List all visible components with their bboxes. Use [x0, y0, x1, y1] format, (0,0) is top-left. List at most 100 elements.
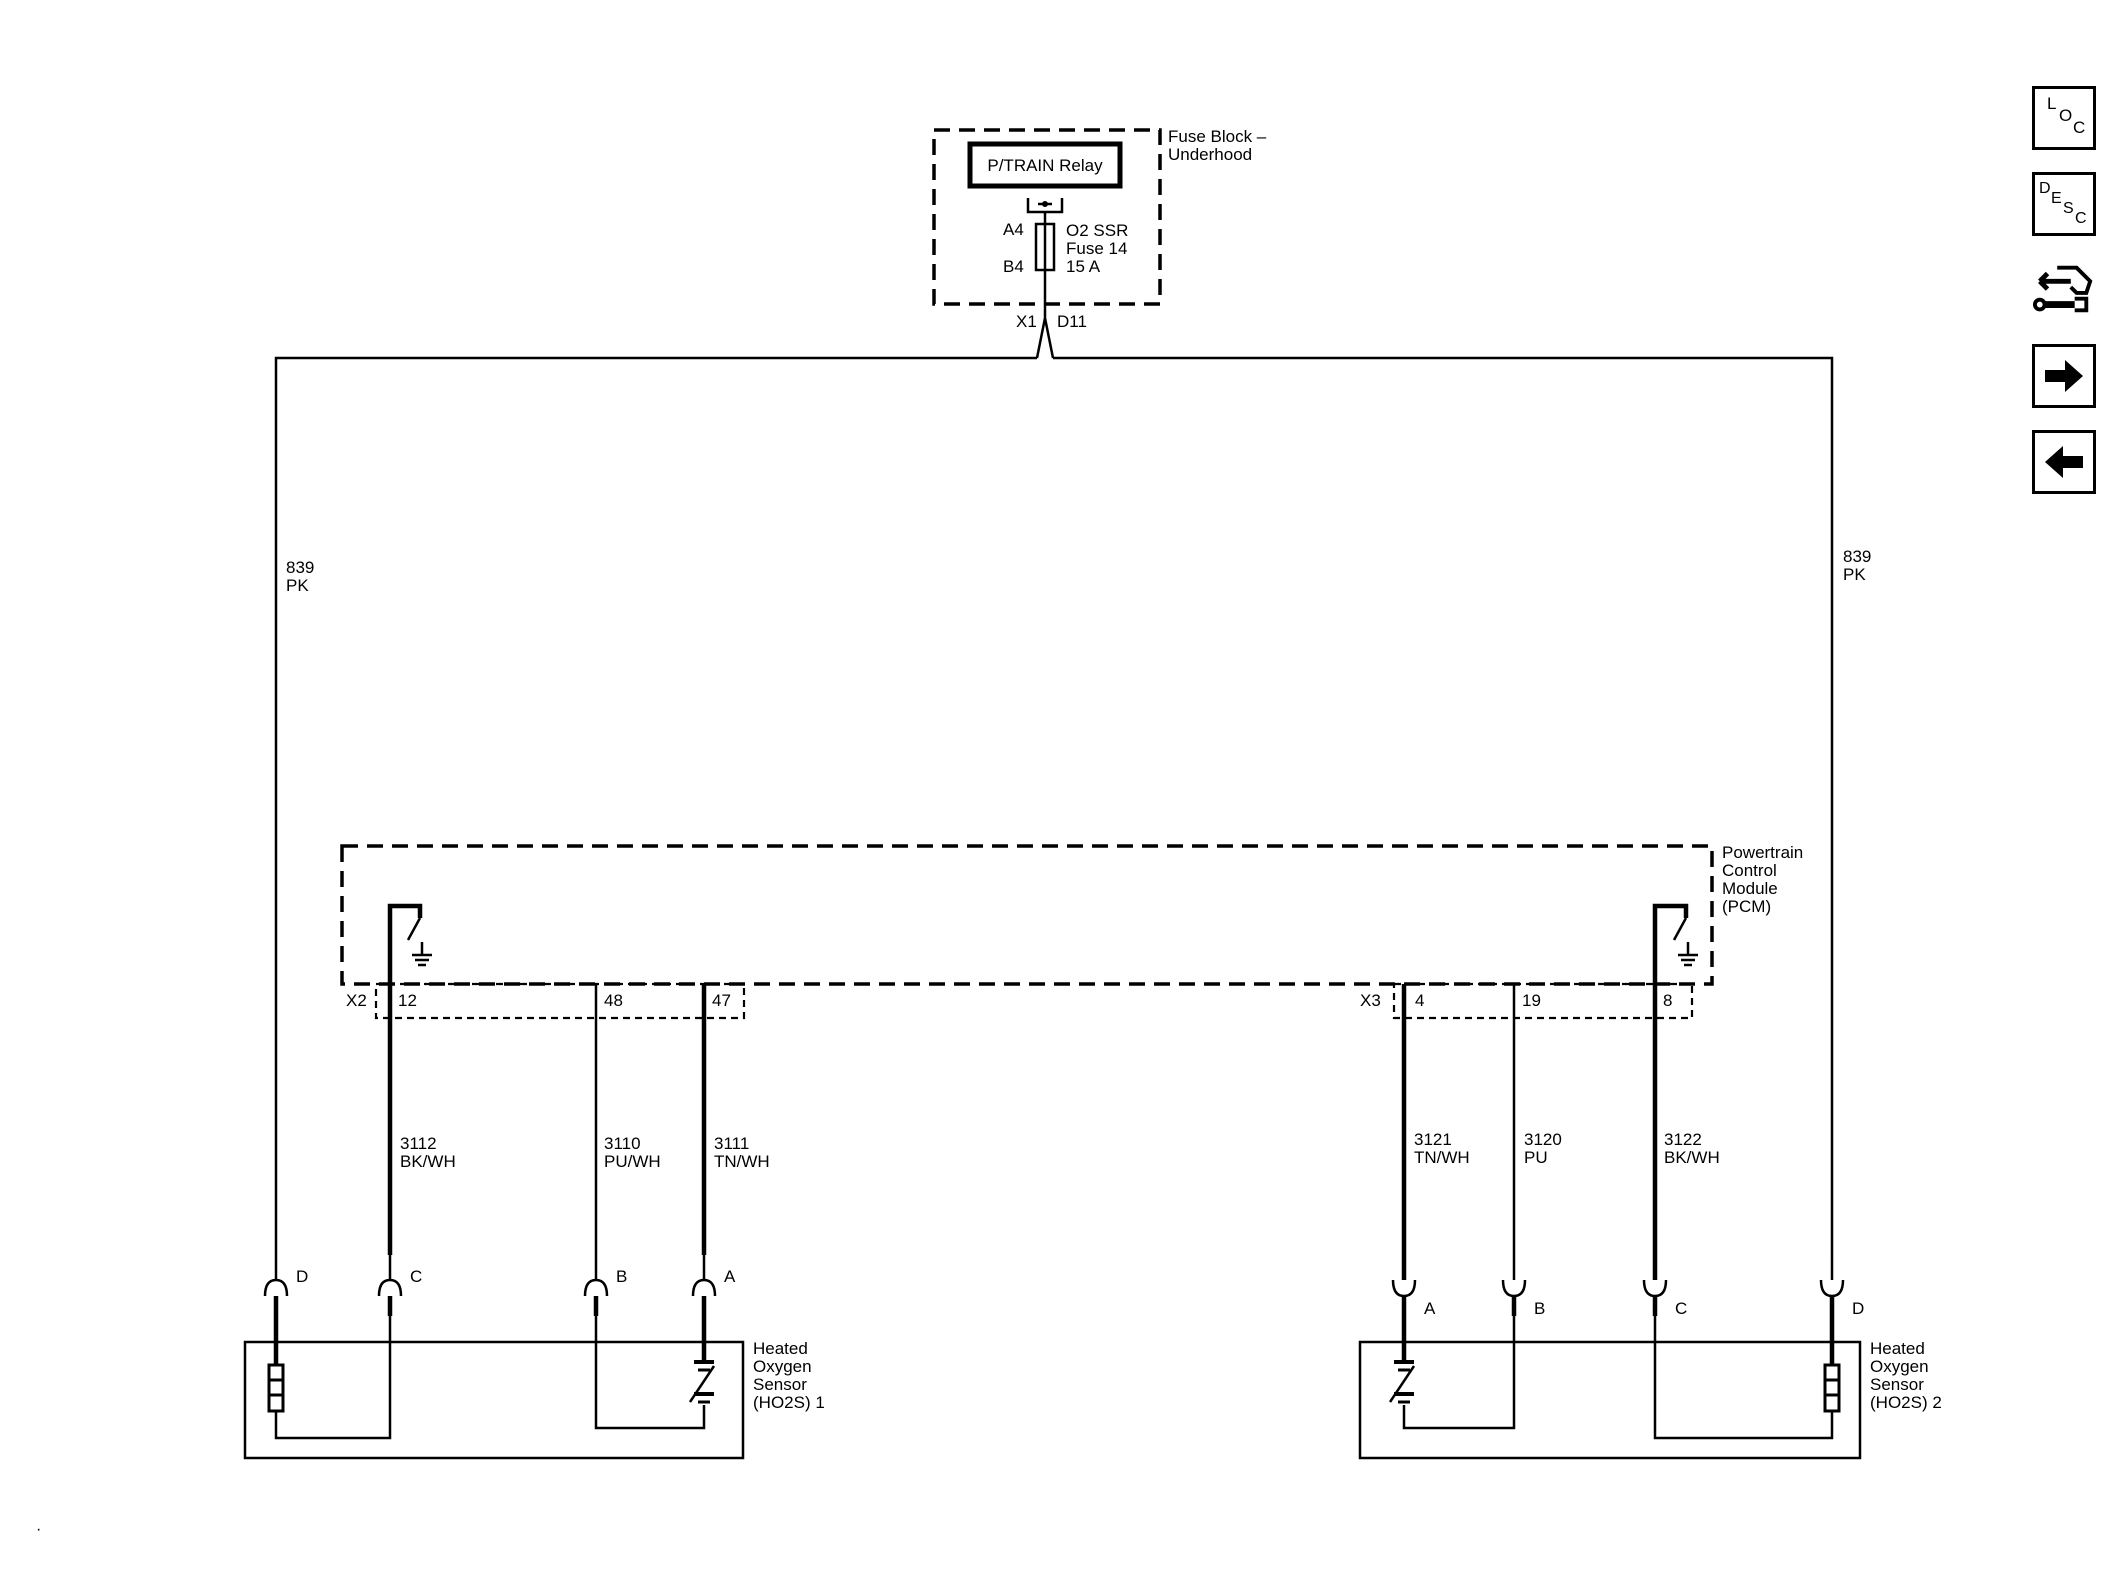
wire-3112-circuit: 3112 — [400, 1134, 437, 1153]
desc-button[interactable]: D E S C — [2032, 172, 2096, 236]
ho2s1-body — [243, 1340, 745, 1460]
wire-3111-color: TN/WH — [714, 1152, 770, 1171]
ho2s2-body — [1358, 1340, 1862, 1460]
ho2s2-pin-b: B — [1534, 1299, 1545, 1318]
wire-3121-circuit: 3121 — [1414, 1130, 1452, 1149]
back-button[interactable] — [2032, 430, 2096, 494]
desc-letter-3: S — [2063, 200, 2074, 217]
pcm-connector-x3 — [1392, 982, 1694, 1020]
ho2s1-pin-c: C — [410, 1267, 422, 1286]
pcm-x3-pin-19: 19 — [1522, 991, 1541, 1010]
pcm-driver-right-switch — [1672, 917, 1688, 941]
pcm-driver-right-frame — [1652, 903, 1689, 1030]
ho2s1-label-4: (HO2S) 1 — [753, 1393, 825, 1412]
feed-right-color: PK — [1843, 565, 1866, 584]
ho2s1-label-3: Sensor — [753, 1375, 807, 1394]
feed-right-circuit: 839 — [1843, 547, 1871, 566]
wire-3110-color: PU/WH — [604, 1152, 661, 1171]
ho2s2-terminal-d — [1819, 1279, 1845, 1316]
ho2s1-terminal-a — [691, 1278, 717, 1316]
fuse-terminal-d11: D11 — [1057, 312, 1087, 331]
ho2s2-heater-loop — [1653, 1316, 1834, 1440]
corner-mark: · — [36, 1521, 41, 1538]
pcm-title-3: Module — [1722, 879, 1778, 898]
pcm-x2-pin-12: 12 — [398, 991, 417, 1010]
fuse-pin-b4: B4 — [1003, 257, 1024, 276]
fuse-pin-a4: A4 — [1003, 220, 1024, 239]
connector-wrench-icon — [2032, 265, 2093, 313]
fuse-block-title-1: Fuse Block – — [1168, 127, 1267, 146]
pcm-title-2: Control — [1722, 861, 1777, 880]
feed-wire-left — [274, 356, 1037, 1255]
loc-icon: L O C — [2047, 94, 2085, 137]
ho2s2-label-4: (HO2S) 2 — [1870, 1393, 1942, 1412]
ho2s2-pin-a: A — [1424, 1299, 1436, 1318]
ho2s1-pin-b: B — [616, 1267, 627, 1286]
wire-3111-circuit: 3111 — [714, 1134, 749, 1153]
ho2s2-label-2: Oxygen — [1870, 1357, 1929, 1376]
ho2s2-label-3: Sensor — [1870, 1375, 1924, 1394]
pcm-driver-left-switch — [406, 917, 422, 941]
ho2s1-pin-a: A — [724, 1267, 736, 1286]
ho2s2-terminal-a — [1391, 1279, 1417, 1316]
fuse-block-title-2: Underhood — [1168, 145, 1252, 164]
arrow-left-icon — [2045, 446, 2083, 478]
ptrain-relay-label: P/TRAIN Relay — [987, 156, 1103, 175]
wire-3121-color: TN/WH — [1414, 1148, 1470, 1167]
ho2s1-terminal-c — [377, 1278, 403, 1316]
ho2s1-heater-loop — [274, 1316, 392, 1440]
loc-letter-1: L — [2047, 94, 2056, 113]
pcm-x2-pin-47: 47 — [712, 991, 731, 1010]
wire-3120-circuit: 3120 — [1524, 1130, 1562, 1149]
wire-3120-color: PU — [1524, 1148, 1548, 1167]
loc-letter-3: C — [2073, 118, 2085, 137]
ho2s2-pin-c: C — [1675, 1299, 1687, 1318]
pcm-driver-left-frame — [387, 903, 423, 1030]
ptrain-relay-box — [967, 141, 1123, 189]
arrow-right-icon — [2045, 360, 2083, 392]
pcm-title-4: (PCM) — [1722, 897, 1771, 916]
ho2s1-heater — [267, 1363, 285, 1413]
nav-toolbar: L O C D E S C — [2032, 86, 2104, 516]
feed-left-color: PK — [286, 576, 309, 595]
ho2s2-heater — [1823, 1363, 1841, 1413]
pcm-title-1: Powertrain — [1722, 843, 1803, 862]
wire-3110-circuit: 3110 — [604, 1134, 641, 1153]
fuse-label-1: O2 SSR — [1066, 221, 1128, 240]
pcm-connector-x2 — [374, 982, 746, 1020]
wire-3112-color: BK/WH — [400, 1152, 456, 1171]
desc-letter-2: E — [2051, 190, 2062, 207]
connector-tool-button[interactable] — [2032, 258, 2096, 322]
loc-button[interactable]: L O C — [2032, 86, 2096, 150]
next-button[interactable] — [2032, 344, 2096, 408]
feed-split — [1035, 304, 1055, 359]
pcm-x3-pin-8: 8 — [1663, 991, 1672, 1010]
ho2s1-pin-d: D — [296, 1267, 308, 1286]
wire-3122-circuit: 3122 — [1664, 1130, 1702, 1149]
pcm-x2-pin-48: 48 — [604, 991, 623, 1010]
fuse-block-outline — [932, 128, 1162, 306]
desc-letter-1: D — [2039, 180, 2051, 197]
desc-icon: D E S C — [2039, 180, 2087, 227]
ho2s2-terminal-c — [1642, 1279, 1668, 1316]
loc-letter-2: O — [2059, 106, 2072, 125]
ho2s1-label-2: Oxygen — [753, 1357, 812, 1376]
pcm-x3-label: X3 — [1360, 991, 1381, 1010]
fuse-connector-x1: X1 — [1016, 312, 1037, 331]
fuse-label-2: Fuse 14 — [1066, 239, 1127, 258]
ho2s2-terminal-b — [1501, 1279, 1527, 1316]
ho2s2-signal-loop — [1402, 1316, 1516, 1430]
ho2s1-terminal-d — [263, 1278, 289, 1316]
ho2s2-pin-d: D — [1852, 1299, 1864, 1318]
ho2s1-label-1: Heated — [753, 1339, 808, 1358]
fuse-label-3: 15 A — [1066, 257, 1101, 276]
ho2s1-signal-loop — [594, 1316, 706, 1430]
ho2s2-label-1: Heated — [1870, 1339, 1925, 1358]
desc-letter-4: C — [2075, 210, 2087, 227]
wire-3122-color: BK/WH — [1664, 1148, 1720, 1167]
feed-left-circuit: 839 — [286, 558, 314, 577]
feed-wire-right — [1053, 356, 1834, 1255]
pcm-x3-pin-4: 4 — [1415, 991, 1424, 1010]
pcm-x2-label: X2 — [346, 991, 367, 1010]
